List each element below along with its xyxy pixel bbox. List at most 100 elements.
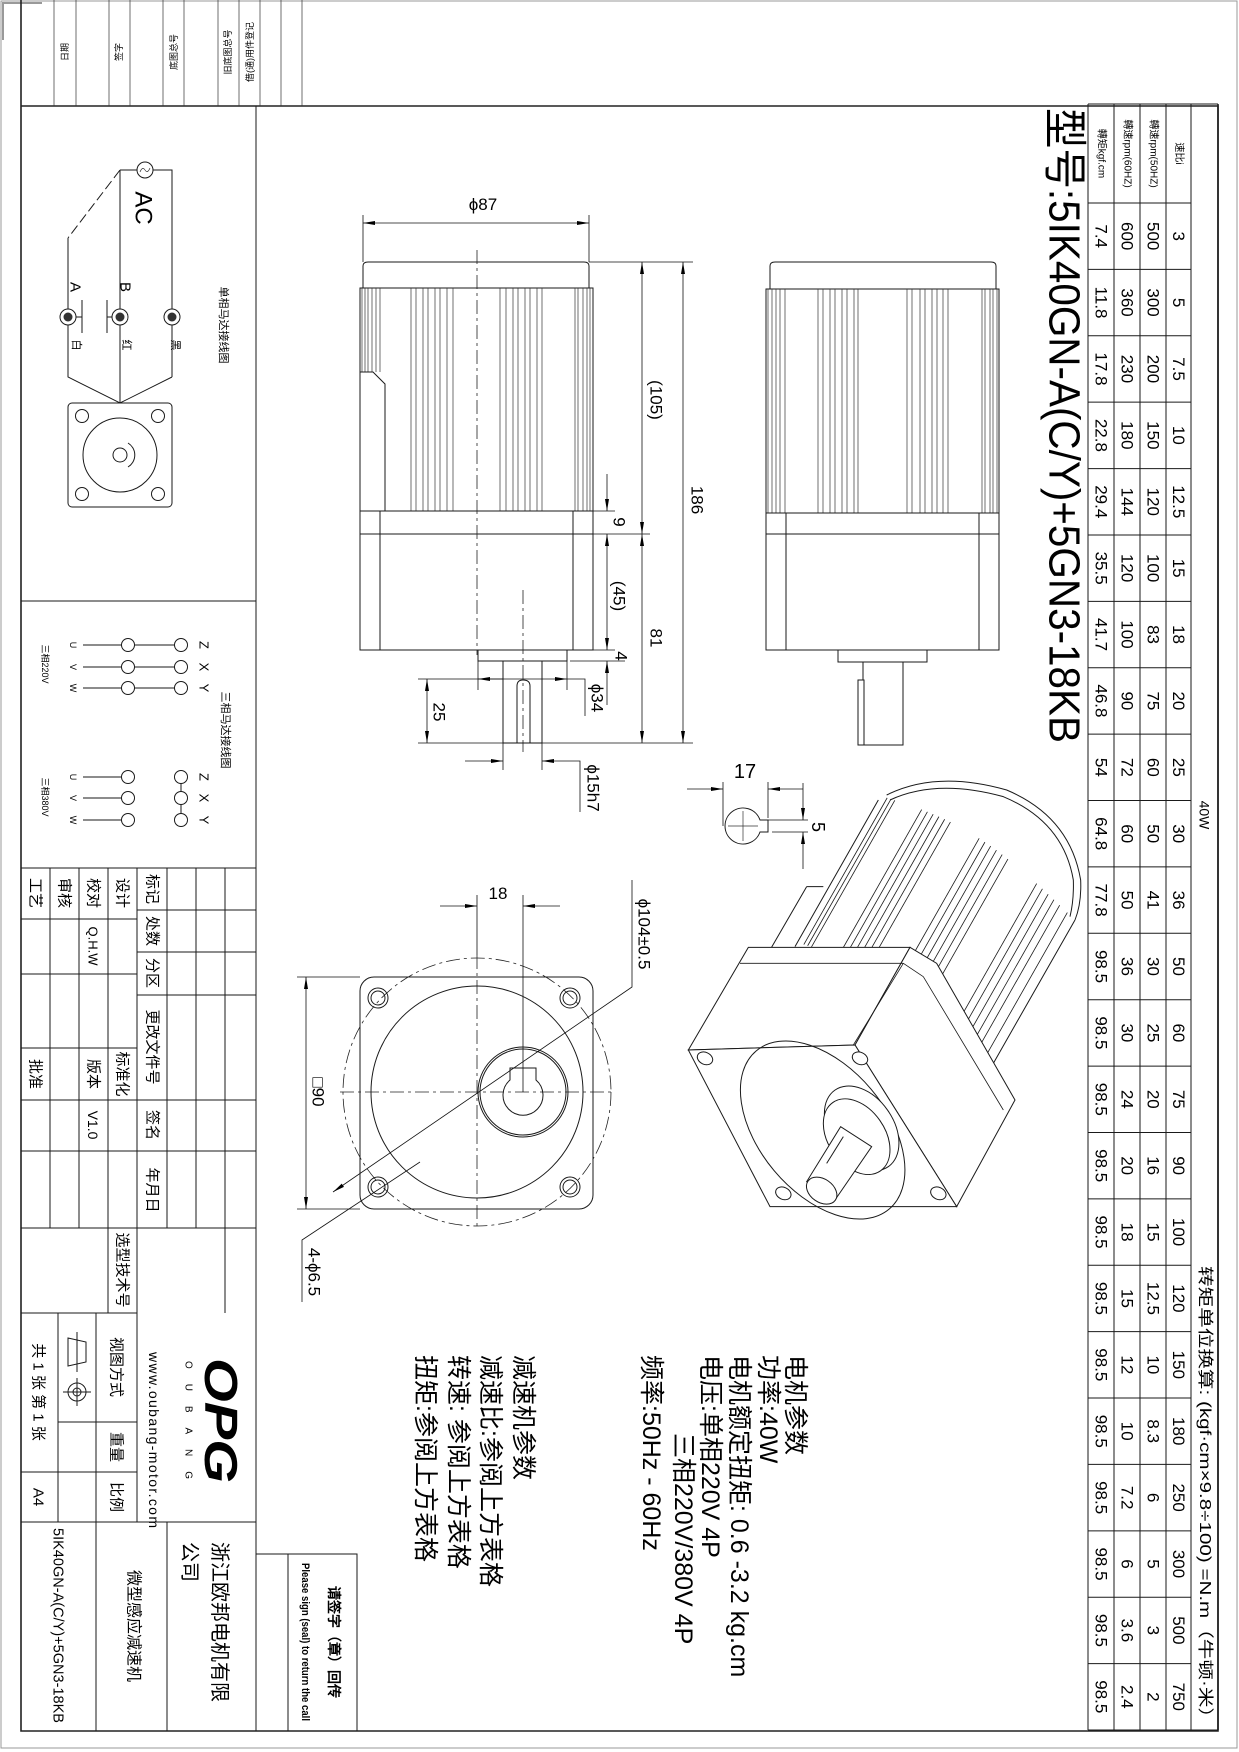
tb-zone: 分区 — [144, 958, 161, 988]
table-row-label: 轉速rpm(60HZ) — [1122, 119, 1135, 187]
revision-strip: 日期 签字 底图总号 旧底图总号 借(通)用件登记 — [53, 0, 303, 106]
table-cell-ratio: 75 — [1169, 1090, 1188, 1109]
dim-gear-body: (45) — [610, 581, 629, 611]
table-cell-rpm_60hz: 600 — [1118, 222, 1137, 250]
table-cell-torque: 41.7 — [1092, 618, 1111, 651]
front-view: 18 □90 ϕ104±0.5 4-ϕ6.5 — [297, 880, 654, 1302]
table-cell-rpm_60hz: 100 — [1118, 620, 1137, 648]
ac-label: AC — [130, 191, 157, 224]
sign-return-cn: 请签字（章）回传 — [326, 1586, 342, 1698]
table-cell-torque: 64.8 — [1092, 817, 1111, 850]
tb-version-label: 版本 — [85, 1059, 102, 1089]
tb-count: 处数 — [144, 916, 161, 946]
table-cell-torque: 22.8 — [1092, 419, 1111, 452]
table-cell-ratio: 20 — [1169, 691, 1188, 710]
table-cell-torque: 29.4 — [1092, 485, 1111, 518]
table-cell-rpm_50hz: 25 — [1144, 1023, 1163, 1042]
table-cell-rpm_60hz: 50 — [1118, 891, 1137, 910]
side-view-dimensioned — [359, 250, 594, 752]
side-view-plain — [765, 261, 1000, 746]
table-cell-rpm_60hz: 24 — [1118, 1090, 1137, 1109]
tb-standardize: 标准化 — [114, 1051, 131, 1096]
terminal-icons — [59, 308, 181, 326]
table-power-label: 40W — [1197, 801, 1213, 831]
table-cell-torque: 98.5 — [1092, 950, 1111, 983]
table-cell-ratio: 3 — [1169, 231, 1188, 240]
table-cell-rpm_60hz: 90 — [1118, 691, 1137, 710]
table-cell-rpm_60hz: 2.4 — [1118, 1685, 1137, 1709]
motor-voltage: 电压:单相220V 4P — [696, 1355, 724, 1558]
table-cell-torque: 98.5 — [1092, 1149, 1111, 1182]
strip-label-old-base-drawing-no: 旧底图总号 — [222, 29, 233, 74]
strip-label-signature: 签字 — [113, 43, 124, 61]
table-cell-rpm_50hz: 83 — [1144, 625, 1163, 644]
table-cell-rpm_60hz: 20 — [1118, 1156, 1137, 1175]
company-logo: OPG — [195, 1358, 247, 1483]
company-name-line1: 浙江欧邦电机有限 — [208, 1542, 231, 1702]
dim-body-diameter: ϕ87 — [469, 195, 497, 214]
terminal-a-label: A — [67, 282, 84, 292]
table-cell-ratio: 120 — [1169, 1284, 1188, 1312]
phase-x-380: X — [197, 794, 212, 803]
table-cell-ratio: 90 — [1169, 1156, 1188, 1175]
table-cell-ratio: 250 — [1169, 1483, 1188, 1511]
tb-scale: 比例 — [108, 1482, 125, 1512]
model-title: 型号:5IK40GN-A(C/Y)+5GN3-18KB — [1040, 108, 1089, 743]
table-cell-torque: 11.8 — [1092, 287, 1111, 319]
single-phase-title: 单相马达接线图 — [217, 287, 231, 364]
dim-shaft-offset: 18 — [489, 884, 508, 903]
table-cell-rpm_50hz: 50 — [1144, 824, 1163, 843]
table-cell-rpm_50hz: 12.5 — [1144, 1282, 1163, 1315]
tb-date: 年月日 — [144, 1167, 161, 1212]
table-cell-ratio: 30 — [1169, 824, 1188, 843]
gearbox-torque: 扭矩:参阅上方表格 — [411, 1355, 439, 1562]
table-cell-ratio: 7.5 — [1169, 357, 1188, 381]
table-cell-rpm_60hz: 230 — [1118, 355, 1137, 383]
motor-params-heading: 电机参数 — [781, 1355, 809, 1455]
table-cell-rpm_50hz: 75 — [1144, 691, 1163, 710]
table-cell-rpm_60hz: 6 — [1118, 1559, 1137, 1568]
table-cell-ratio: 180 — [1169, 1417, 1188, 1445]
table-cell-rpm_60hz: 60 — [1118, 824, 1137, 843]
motor-power: 功率:40W — [754, 1355, 782, 1464]
dim-key-depth: 5 — [808, 822, 828, 832]
table-cell-torque: 98.5 — [1092, 1614, 1111, 1647]
table-cell-rpm_50hz: 10 — [1144, 1355, 1163, 1374]
table-cell-ratio: 750 — [1169, 1683, 1188, 1711]
side-view-dimensions: ϕ87 186 (105) 81 9 (45) 4 ϕ34 25 ϕ15h7 — [362, 195, 707, 812]
gearbox-ratio: 减速比:参阅上方表格 — [476, 1355, 504, 1587]
tb-mark: 标记 — [144, 874, 161, 904]
table-cell-torque: 7.4 — [1092, 224, 1111, 248]
dim-total-length: 186 — [688, 486, 707, 514]
wire-red-label: 红 — [120, 340, 133, 351]
tb-sheets: 共 1 张 第 1 张 — [30, 1343, 48, 1441]
wire-black-label: 黑 — [169, 340, 182, 351]
table-cell-rpm_60hz: 12 — [1118, 1355, 1137, 1374]
table-cell-torque: 98.5 — [1092, 1547, 1111, 1580]
phase-u-220: U — [68, 642, 78, 649]
table-cell-rpm_50hz: 16 — [1144, 1156, 1163, 1175]
wire-white-label: 白 — [70, 340, 84, 351]
table-cell-rpm_60hz: 3.6 — [1118, 1619, 1137, 1643]
table-cell-rpm_60hz: 120 — [1118, 554, 1137, 582]
table-cell-rpm_50hz: 15 — [1144, 1223, 1163, 1242]
table-cell-rpm_50hz: 150 — [1144, 421, 1163, 449]
ratio-spec-table: 速比i357.51012.515182025303650607590100120… — [1087, 103, 1219, 1731]
tb-process: 工艺 — [27, 878, 44, 908]
table-cell-rpm_50hz: 2 — [1144, 1692, 1163, 1701]
isometric-view — [687, 780, 1082, 1220]
dim-motor-length: (105) — [647, 380, 666, 420]
strip-label-shared-parts: 借(通)用件登记 — [244, 22, 255, 82]
table-cell-rpm_50hz: 41 — [1144, 891, 1163, 910]
table-cell-rpm_50hz: 200 — [1144, 355, 1163, 383]
tb-review: 审核 — [56, 878, 73, 908]
table-cell-torque: 98.5 — [1092, 1680, 1111, 1713]
table-row-label: 轉矩kgf.cm — [1096, 129, 1109, 178]
table-cell-rpm_60hz: 144 — [1118, 488, 1137, 516]
table-cell-ratio: 10 — [1169, 426, 1188, 445]
company-url: www.oubang-motor.com — [146, 1351, 162, 1528]
table-cell-torque: 46.8 — [1092, 684, 1111, 717]
motor-frequency: 频率:50Hz - 60Hz — [637, 1355, 665, 1551]
company-name-line2: 公司 — [178, 1542, 200, 1582]
